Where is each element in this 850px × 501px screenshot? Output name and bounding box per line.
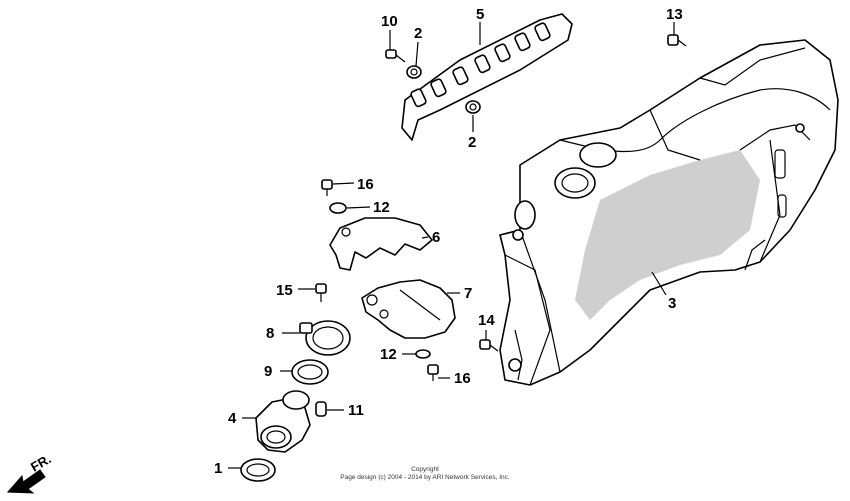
joint-ring bbox=[291, 359, 329, 385]
seal-ring bbox=[240, 458, 276, 482]
callout-10: 10 bbox=[381, 13, 398, 30]
callout-6: 6 bbox=[432, 229, 440, 246]
callout-12-bottom: 12 bbox=[380, 346, 397, 363]
callout-13: 13 bbox=[666, 6, 683, 23]
callout-3: 3 bbox=[668, 295, 676, 312]
callout-5: 5 bbox=[476, 6, 484, 23]
callout-4: 4 bbox=[228, 410, 237, 427]
callout-2-top: 2 bbox=[414, 25, 422, 42]
bolt-15 bbox=[315, 283, 327, 302]
callout-14: 14 bbox=[478, 312, 495, 329]
air-joint bbox=[255, 390, 311, 453]
copyright-notice: Copyright Page design (c) 2004 - 2014 by… bbox=[300, 466, 550, 482]
washer-12b bbox=[415, 349, 431, 359]
callout-8: 8 bbox=[266, 325, 274, 342]
bolt-16b bbox=[427, 364, 439, 381]
seal-plate bbox=[401, 13, 573, 141]
nut-2b bbox=[465, 100, 481, 114]
callout-9: 9 bbox=[264, 363, 272, 380]
nut-2a bbox=[406, 65, 422, 79]
leader-lines bbox=[228, 22, 675, 469]
front-label: FR. bbox=[28, 451, 54, 474]
lower-shield bbox=[361, 279, 456, 339]
air-cleaner-case bbox=[499, 39, 839, 386]
callout-12-top: 12 bbox=[373, 199, 390, 216]
upper-shield bbox=[329, 217, 433, 271]
callout-2-mid: 2 bbox=[468, 134, 476, 151]
band-clamp bbox=[299, 320, 351, 356]
callout-15: 15 bbox=[276, 282, 293, 299]
bolt-16a bbox=[321, 179, 333, 196]
callout-11: 11 bbox=[348, 402, 364, 419]
washer-12a bbox=[329, 202, 347, 214]
copyright-line-2: Page design (c) 2004 - 2014 by ARI Netwo… bbox=[340, 474, 510, 481]
copyright-line-1: Copyright bbox=[411, 466, 439, 473]
bolt-13 bbox=[667, 34, 687, 47]
callout-7: 7 bbox=[464, 285, 472, 302]
callout-16-top: 16 bbox=[357, 176, 374, 193]
bolt-11 bbox=[315, 401, 327, 417]
bolt-14 bbox=[479, 339, 499, 352]
callout-1: 1 bbox=[214, 460, 222, 477]
bolt-10 bbox=[385, 49, 406, 63]
callout-16-bottom: 16 bbox=[454, 370, 471, 387]
front-direction-indicator: FR. bbox=[6, 451, 54, 494]
front-arrow-icon bbox=[6, 469, 46, 494]
